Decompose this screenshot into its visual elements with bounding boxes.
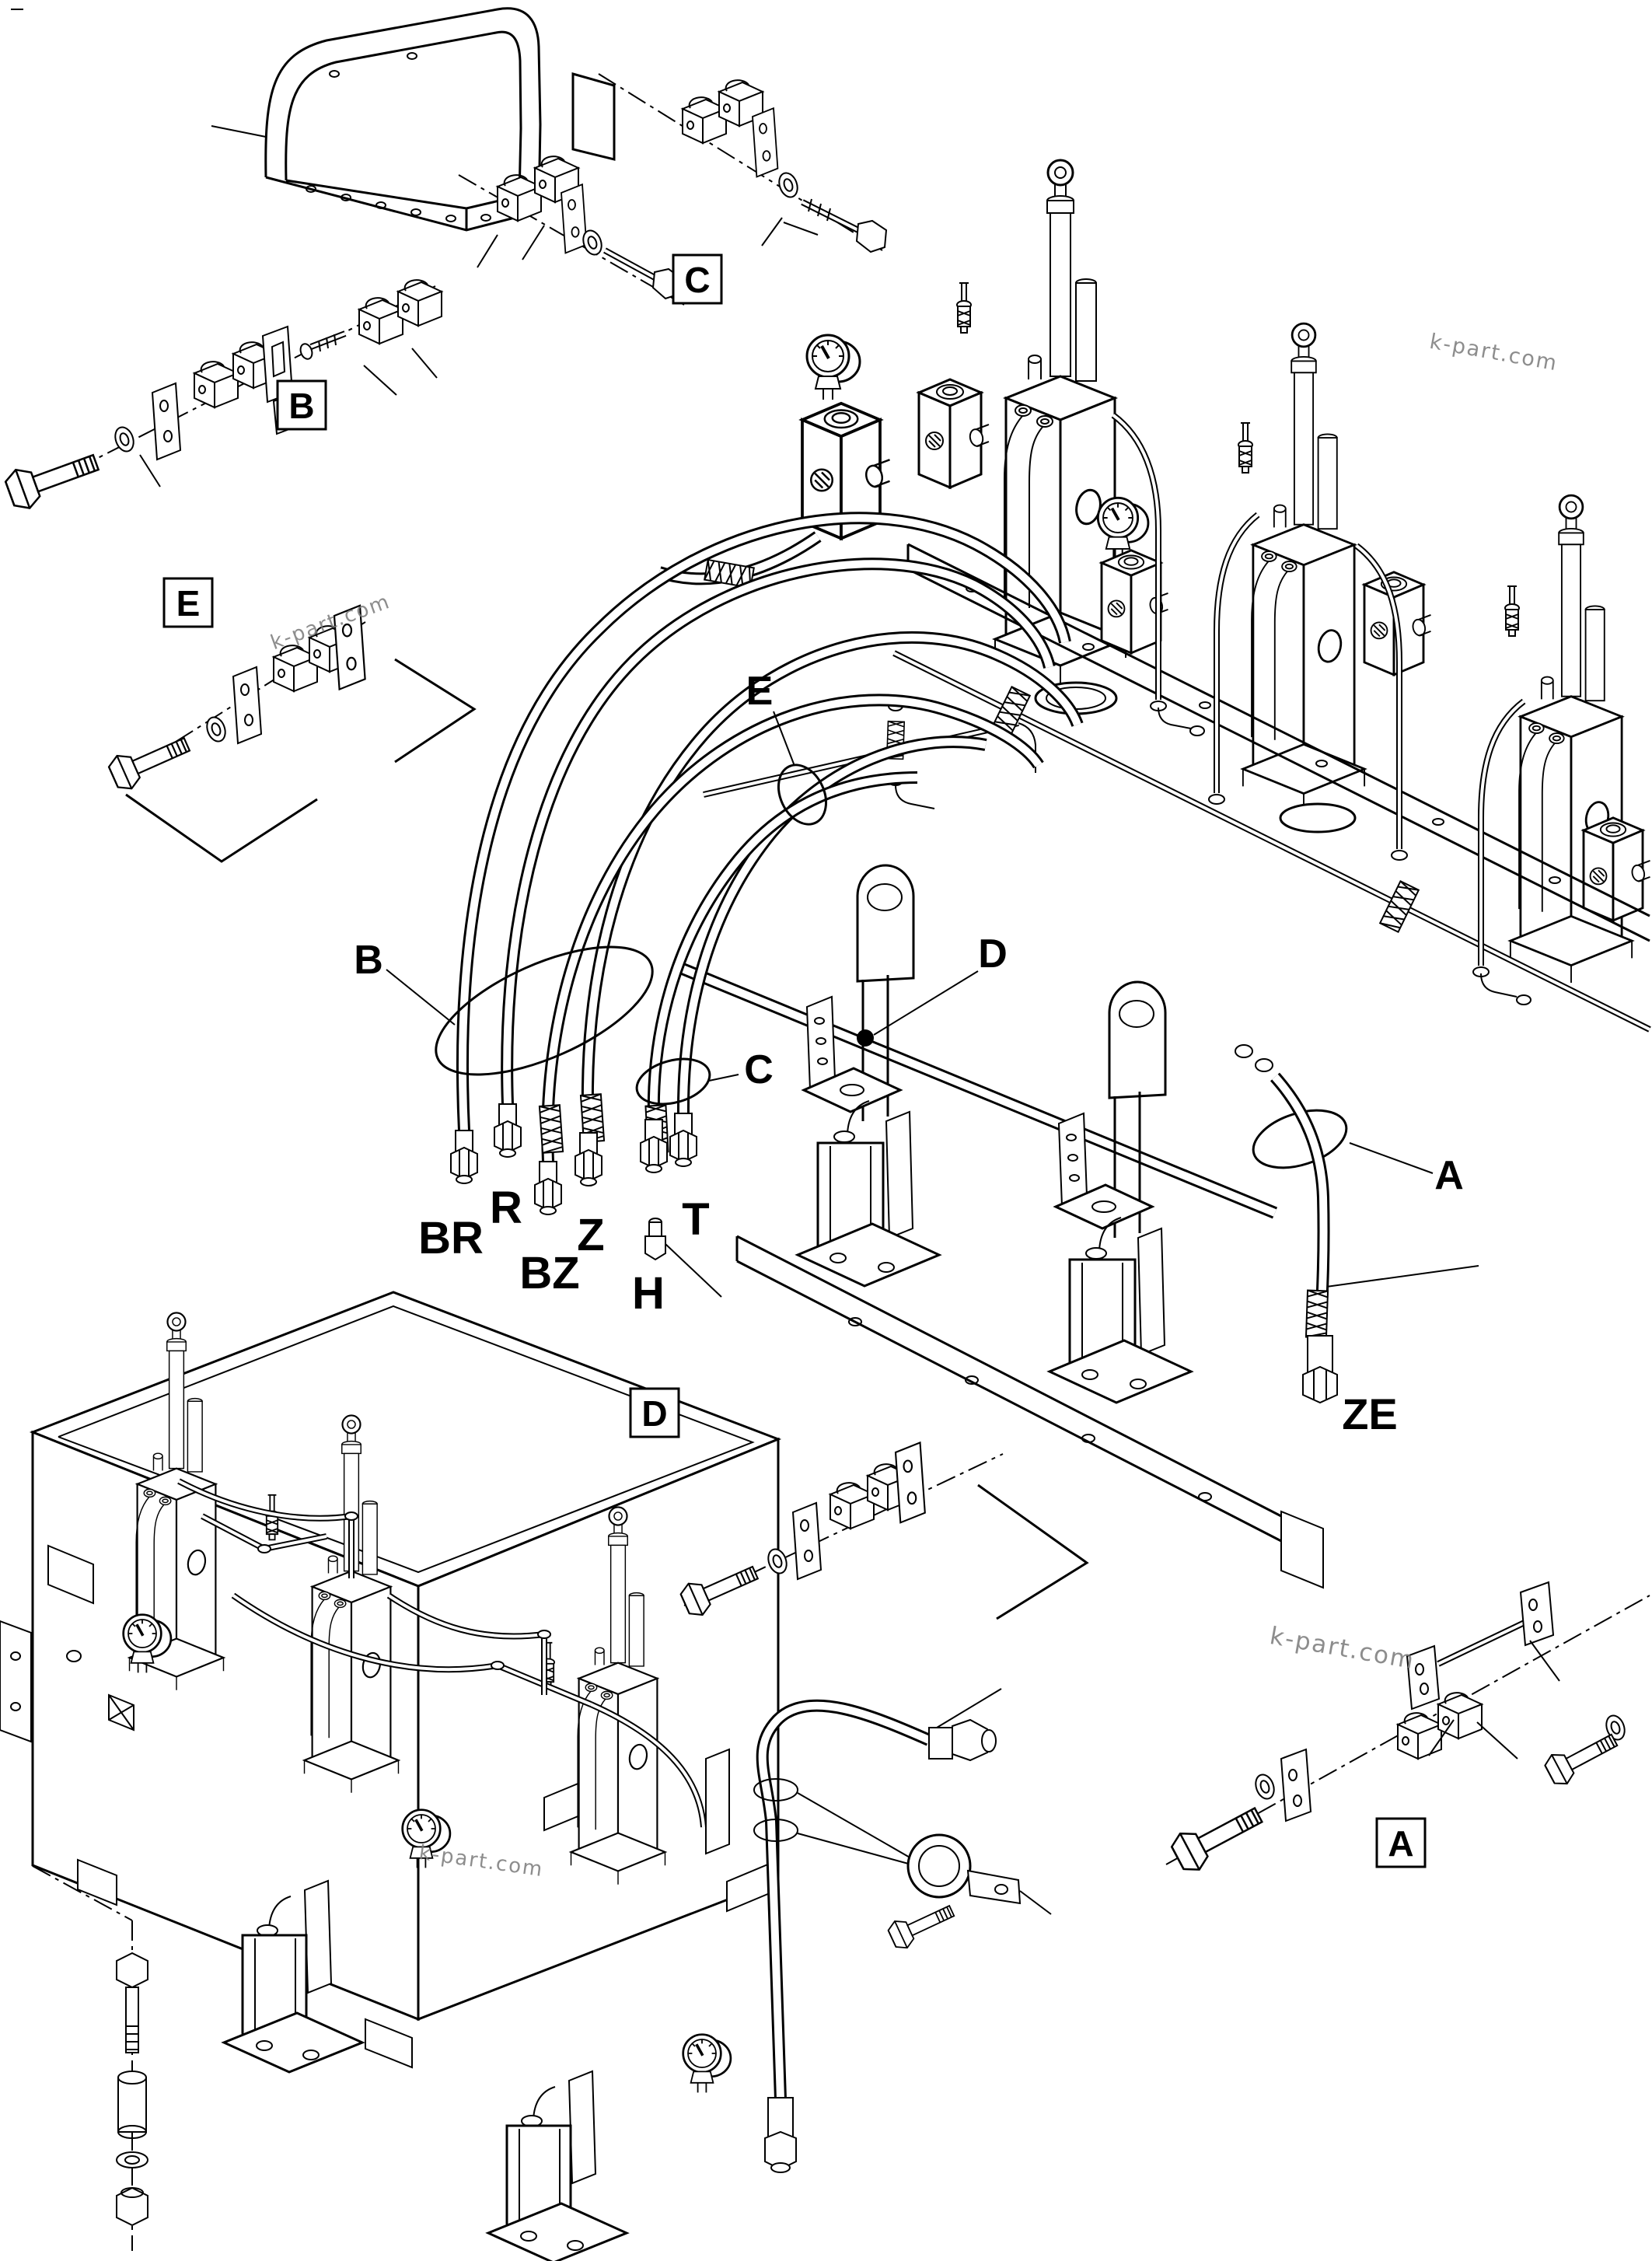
cylinder-assembly-3 [1504,494,1651,984]
port-label-t: T [682,1194,709,1245]
clamp-group-c-upper [598,73,888,253]
center-frame [679,864,1324,1589]
detail-box-a: A [1375,1817,1427,1868]
detail-box-b: B [276,379,327,431]
callout-b: B [354,938,383,983]
port-label-r: R [490,1183,522,1233]
port-label-h: H [632,1268,665,1319]
strap-bracket [211,7,616,232]
ze-hose [1270,1072,1338,1404]
callout-c: C [744,1047,774,1092]
detail-e-parts [105,604,477,863]
detail-d-parts [677,1442,1089,1621]
tank-assembly [0,1291,782,2261]
port-label-bz: BZ [519,1248,579,1298]
detail-box-e: E [162,577,214,628]
watermark-top-right: k-part.com [1428,330,1560,376]
detail-a-parts [1165,1581,1650,1878]
hose-label-ze: ZE [1342,1389,1398,1438]
detail-box-c-label: C [684,260,710,300]
port-label-z: Z [577,1210,604,1260]
callout-e: E [746,669,774,714]
clamp-group-b [2,279,442,514]
gauge-manifold-1 [657,222,892,589]
clamp-group-c-lower [458,156,685,306]
detail-box-b-label: B [288,386,314,426]
watermark-bottom-right: k-part.com [1268,1622,1417,1675]
detail-box-d: D [629,1387,680,1438]
cylinder-assembly-2 [1238,322,1432,833]
labels: B C E D A E B C D A BR R Z BZ T H ZE [162,253,1464,1868]
detail-box-d-label: D [641,1393,667,1434]
callout-d: D [978,931,1008,977]
callout-marks [386,711,1479,1288]
detail-box-c: C [672,253,723,305]
j-hose-group [753,1688,1052,2173]
detail-box-e-label: E [176,583,201,624]
hose-bundle [450,512,1084,1298]
adapter-h [644,1218,722,1298]
p-clamp [906,1833,1052,1915]
mount-rails [703,412,1651,1033]
callout-a: A [1434,1153,1464,1198]
port-label-br: BR [418,1213,484,1263]
detail-box-a-label: A [1388,1823,1413,1864]
